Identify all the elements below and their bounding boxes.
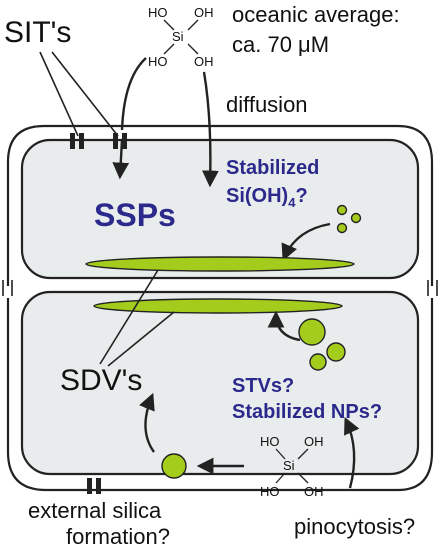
stabilized-si-label: Si(OH)4? [226,185,308,210]
diffusion-arrow [202,71,219,188]
stv-vesicle-large [298,318,326,346]
sit-transporter-1 [70,133,84,149]
svg-text:Si: Si [283,458,295,473]
silica-particle-small-2 [350,212,362,224]
diffusion-label: diffusion [226,92,308,117]
sit-pointer-line-2 [51,51,119,137]
silicic-acid-molecule-bottom: HO OH Si HO OH [260,434,324,499]
oceanic-average-label: oceanic average: [232,2,400,27]
vesicles-to-lower-sdv-arrow [267,310,301,342]
stv-vesicle-small [309,353,327,371]
ssps-label: SSPs [94,197,176,233]
stvs-label: STVs? [232,375,294,397]
sits-label: SIT's [4,16,71,49]
svg-text:OH: OH [194,54,214,69]
svg-text:OH: OH [304,484,324,499]
stv-vesicle-medium [326,342,346,362]
svg-text:HO: HO [260,484,280,499]
sit-transporter-3 [87,478,101,494]
svg-text:OH: OH [304,434,324,449]
molecule-to-sit-arrow [120,57,147,131]
sdv-upper [85,256,355,272]
sdv-pointer-line-1 [99,269,159,365]
sdv-pointer-line-2 [107,311,175,367]
pinocytosis-label: pinocytosis? [294,514,415,539]
external-silica-arrow [139,392,155,453]
silica-particle-small-3 [336,222,348,234]
external-silica-particle [161,453,187,479]
external-silica-label: external silica [28,498,162,523]
outer-cell-wall-bottom [6,298,434,492]
sdvs-label: SDV's [60,364,142,397]
sdv-lower [93,298,343,314]
sit-uptake-arrow [112,139,130,180]
formation-label: formation? [66,524,170,549]
svg-text:OH: OH [194,5,214,20]
silica-particle-small-1 [336,204,348,216]
sit-pointer-line-1 [39,51,79,137]
svg-text:HO: HO [260,434,280,449]
oceanic-concentration-label: ca. 70 μM [232,32,329,57]
stabilized-nps-label: Stabilized NPs? [232,401,382,423]
stabilized-label: Stabilized [226,157,319,179]
silicic-acid-molecule-top: HO OH Si HO OH [148,5,214,69]
svg-text:HO: HO [148,54,168,69]
pinocytosis-arrow [344,416,360,489]
svg-text:Si: Si [172,29,184,44]
outer-cell-wall-top [6,124,434,286]
sit-transporter-2 [113,133,127,149]
svg-text:HO: HO [148,5,168,20]
girdle-gap-left [2,280,13,296]
particles-to-upper-sdv-arrow [281,222,331,262]
girdle-gap-right [427,280,438,296]
